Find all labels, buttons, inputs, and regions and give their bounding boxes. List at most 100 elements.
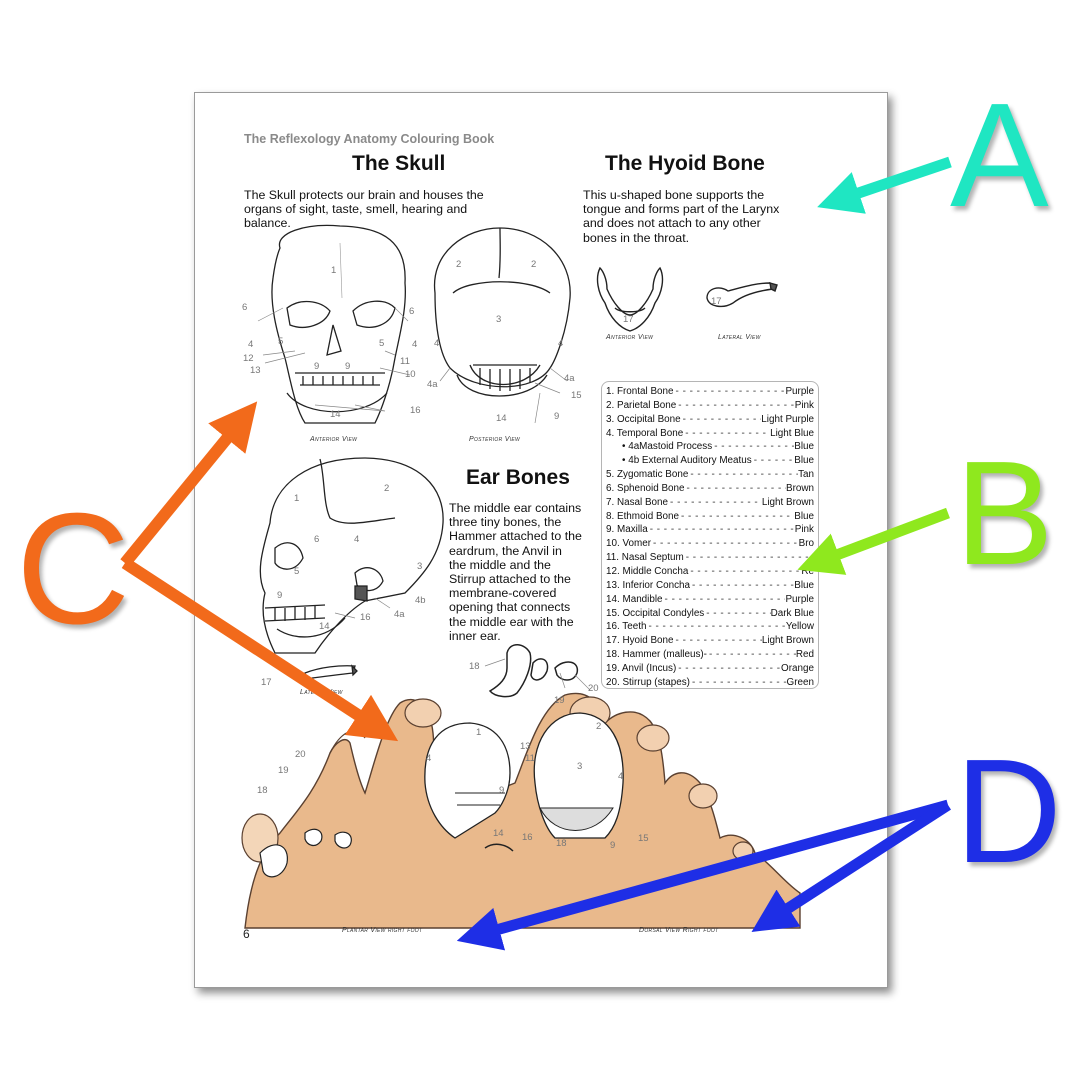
label-ant-14: 14 — [330, 409, 341, 420]
label-post-4a-left: 4a — [427, 379, 438, 390]
callout-letter-c: C — [16, 481, 131, 657]
hyoid-description: This u-shaped bone supports the tongue a… — [583, 188, 780, 245]
label-feet-13: 13 — [520, 741, 531, 752]
colour-legend: 1. Frontal BonePurple2. Parietal BonePin… — [601, 381, 819, 689]
label-ear-20: 20 — [588, 683, 599, 694]
label-ant-5a: 5 — [278, 336, 284, 347]
legend-row: 1. Frontal Bone Purple — [606, 385, 814, 399]
label-feet-1: 1 — [476, 727, 482, 738]
legend-row: 13. Inferior Concha Blue — [606, 579, 814, 593]
label-post-14: 14 — [496, 413, 507, 424]
hyoid-lateral-drawing — [706, 282, 778, 308]
legend-row: 3. Occipital BoneLight Purple — [606, 413, 814, 427]
legend-row: 8. Ethmoid Bone Blue — [606, 510, 814, 524]
legend-colour-name: Purple — [785, 386, 814, 397]
legend-colour-name: Blue — [794, 441, 814, 453]
skull-anterior-drawing — [271, 224, 406, 424]
book-title: The Reflexology Anatomy Colouring Book — [244, 132, 495, 146]
label-lat-14: 14 — [319, 621, 330, 632]
hyoid-lateral-view-caption: Lateral View — [718, 334, 761, 341]
legend-dash-leader — [648, 523, 795, 537]
legend-colour-name: Red — [795, 649, 814, 661]
legend-bone-name: 20. Stirrup (stapes) — [606, 676, 690, 688]
book-page: The Reflexology Anatomy Colouring Book T… — [194, 92, 888, 988]
legend-row: 20. Stirrup (stapes)Green — [606, 676, 814, 690]
label-lat-1: 1 — [294, 493, 300, 504]
label-lat-2: 2 — [384, 483, 390, 494]
skull-heading: The Skull — [352, 152, 446, 175]
skull-description: The Skull protects our brain and houses … — [244, 188, 484, 231]
legend-row: • 4b External Auditory Meatus Blue — [606, 454, 814, 468]
legend-colour-name: Light Brown — [761, 635, 814, 647]
legend-bone-name: 8. Ethmoid Bone — [606, 510, 680, 522]
label-ant-9b: 9 — [345, 361, 351, 372]
legend-dash-leader — [651, 537, 799, 551]
label-feet-3: 3 — [577, 761, 583, 772]
legend-dash-leader — [646, 620, 785, 634]
legend-dash-leader — [681, 413, 762, 427]
legend-row: 12. Middle ConchaRe — [606, 565, 814, 579]
label-ant-13: 13 — [250, 365, 261, 376]
legend-colour-name: Dark Blue — [770, 607, 814, 619]
label-post-2a: 2 — [456, 259, 462, 270]
label-post-9: 9 — [554, 411, 560, 422]
label-lat-17: 17 — [261, 677, 272, 688]
legend-dash-leader — [676, 662, 781, 676]
legend-colour-name: Light Blue — [770, 427, 814, 439]
legend-bone-name: 10. Vomer — [606, 538, 652, 550]
legend-dash-leader — [674, 634, 762, 648]
legend-colour-name: Tan — [798, 469, 814, 481]
legend-bone-name: 13. Inferior Concha — [606, 579, 690, 591]
legend-row: 19. Anvil (Incus)Orange — [606, 662, 814, 676]
legend-dash-leader — [704, 607, 770, 621]
legend-dash-leader — [688, 565, 801, 579]
label-feet-9a: 9 — [499, 785, 505, 796]
label-ant-16: 16 — [410, 405, 421, 416]
legend-colour-name: Blue — [794, 579, 814, 591]
legend-colour-name: Purple — [785, 593, 814, 605]
legend-dash-leader — [679, 510, 794, 524]
skull-lateral-drawing — [259, 457, 444, 654]
skull-posterior-view-caption: Posterior View — [469, 436, 521, 443]
hyoid-anterior-view-caption: Anterior View — [606, 334, 654, 341]
legend-colour-name: Bro — [798, 538, 814, 550]
legend-dash-leader — [683, 427, 770, 441]
callout-letter-a: A — [950, 73, 1049, 238]
legend-colour-name: Blue — [794, 510, 814, 522]
legend-dash-leader — [685, 482, 786, 496]
legend-bone-name: 1. Frontal Bone — [606, 386, 674, 397]
legend-dash-leader — [688, 468, 798, 482]
label-lat-4: 4 — [354, 534, 360, 545]
label-lat-16: 16 — [360, 612, 371, 623]
legend-row: 16. TeethYellow — [606, 620, 814, 634]
legend-colour-name: Light Brown — [761, 496, 814, 508]
label-ant-4a: 4 — [248, 339, 254, 350]
label-ant-6a: 6 — [242, 302, 248, 313]
label-ant-10: 10 — [405, 369, 416, 380]
label-feet-11: 11 — [525, 753, 535, 764]
ear-bones-heading: Ear Bones — [466, 466, 570, 489]
skull-posterior-drawing — [433, 227, 571, 397]
legend-colour-name: Yellow — [785, 621, 814, 633]
legend-colour-name: Blue — [794, 455, 814, 467]
label-post-15: 15 — [571, 390, 582, 401]
legend-bone-name: 18. Hammer (malleus)- — [606, 649, 707, 661]
legend-bone-name: 7. Nasal Bone — [606, 496, 669, 508]
legend-bone-name: • 4b External Auditory Meatus — [622, 455, 752, 467]
label-feet-18a: 18 — [257, 785, 268, 796]
legend-bone-name: 9. Maxilla — [606, 524, 648, 536]
legend-colour-name: Light Purple — [761, 413, 814, 425]
label-lat-4b: 4b — [415, 595, 426, 606]
plantar-view-caption: Plantar View right foot — [342, 927, 423, 934]
label-lat-9: 9 — [277, 590, 283, 601]
hyoid-anterior-drawing — [596, 266, 664, 332]
label-ant-6b: 6 — [409, 306, 415, 317]
label-ant-5b: 5 — [379, 338, 385, 349]
legend-row: 11. Nasal Septum — [606, 551, 814, 565]
legend-dash-leader — [690, 579, 794, 593]
legend-colour-name: Pink — [794, 399, 814, 411]
legend-row: 2. Parietal BonePink — [606, 399, 814, 413]
legend-row: 9. MaxillaPink — [606, 523, 814, 537]
legend-colour-name: Orange — [781, 662, 814, 674]
legend-dash-leader — [676, 399, 795, 413]
